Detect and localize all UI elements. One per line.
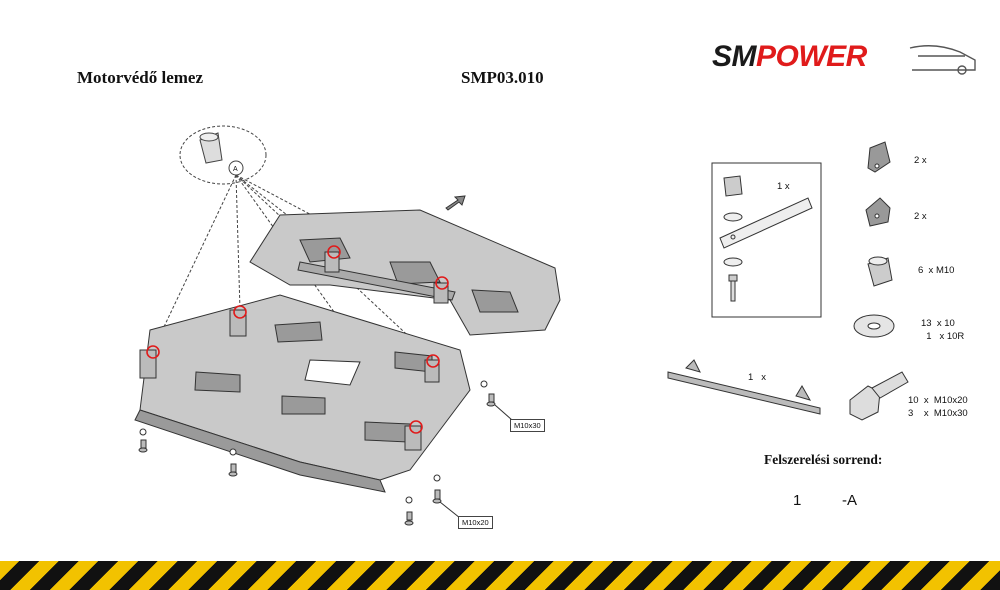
part-bracket-tab-icon	[865, 197, 891, 227]
part-bolt-icon	[849, 371, 909, 421]
strap-qty: 1 x	[777, 181, 790, 192]
sequence-ref: -A	[842, 492, 857, 509]
sequence-title: Felszerelési sorrend:	[764, 452, 883, 467]
part-qty-5: 10 x M10x20 3 x M10x30	[908, 395, 968, 419]
logo-car-icon	[909, 45, 976, 75]
rail-qty: 1 x	[748, 372, 766, 383]
part-qty-4: 13 x 10 1 x 10R	[921, 318, 965, 342]
part-qty-2: 2 x	[914, 211, 927, 222]
bolt-callout-m10x30: M10x30	[510, 419, 545, 432]
rear-plate	[249, 209, 561, 336]
callout-leaders	[439, 404, 513, 519]
smpower-logo: SMPOWER	[712, 40, 867, 73]
product-code: SMP03.010	[461, 68, 544, 87]
direction-arrow-icon	[445, 195, 466, 211]
hazard-stripe	[0, 561, 1000, 590]
kit-box	[711, 162, 822, 318]
product-name: Motorvédő lemez	[77, 68, 204, 87]
detail-letter: A	[233, 166, 238, 173]
rail-bar	[667, 359, 821, 415]
detail-callout-a	[179, 125, 267, 185]
sequence-step: 1	[793, 492, 802, 509]
mounting-point-markers	[146, 245, 449, 434]
part-qty-3: 6 x M10	[918, 265, 955, 276]
bolt-callout-m10x20: M10x20	[458, 516, 493, 529]
part-washer-icon	[853, 314, 895, 338]
bolts	[138, 380, 496, 526]
part-bracket-icon	[867, 141, 891, 173]
front-plate	[134, 294, 471, 493]
part-rivet-nut-icon	[867, 256, 893, 287]
part-qty-1: 2 x	[914, 155, 927, 166]
